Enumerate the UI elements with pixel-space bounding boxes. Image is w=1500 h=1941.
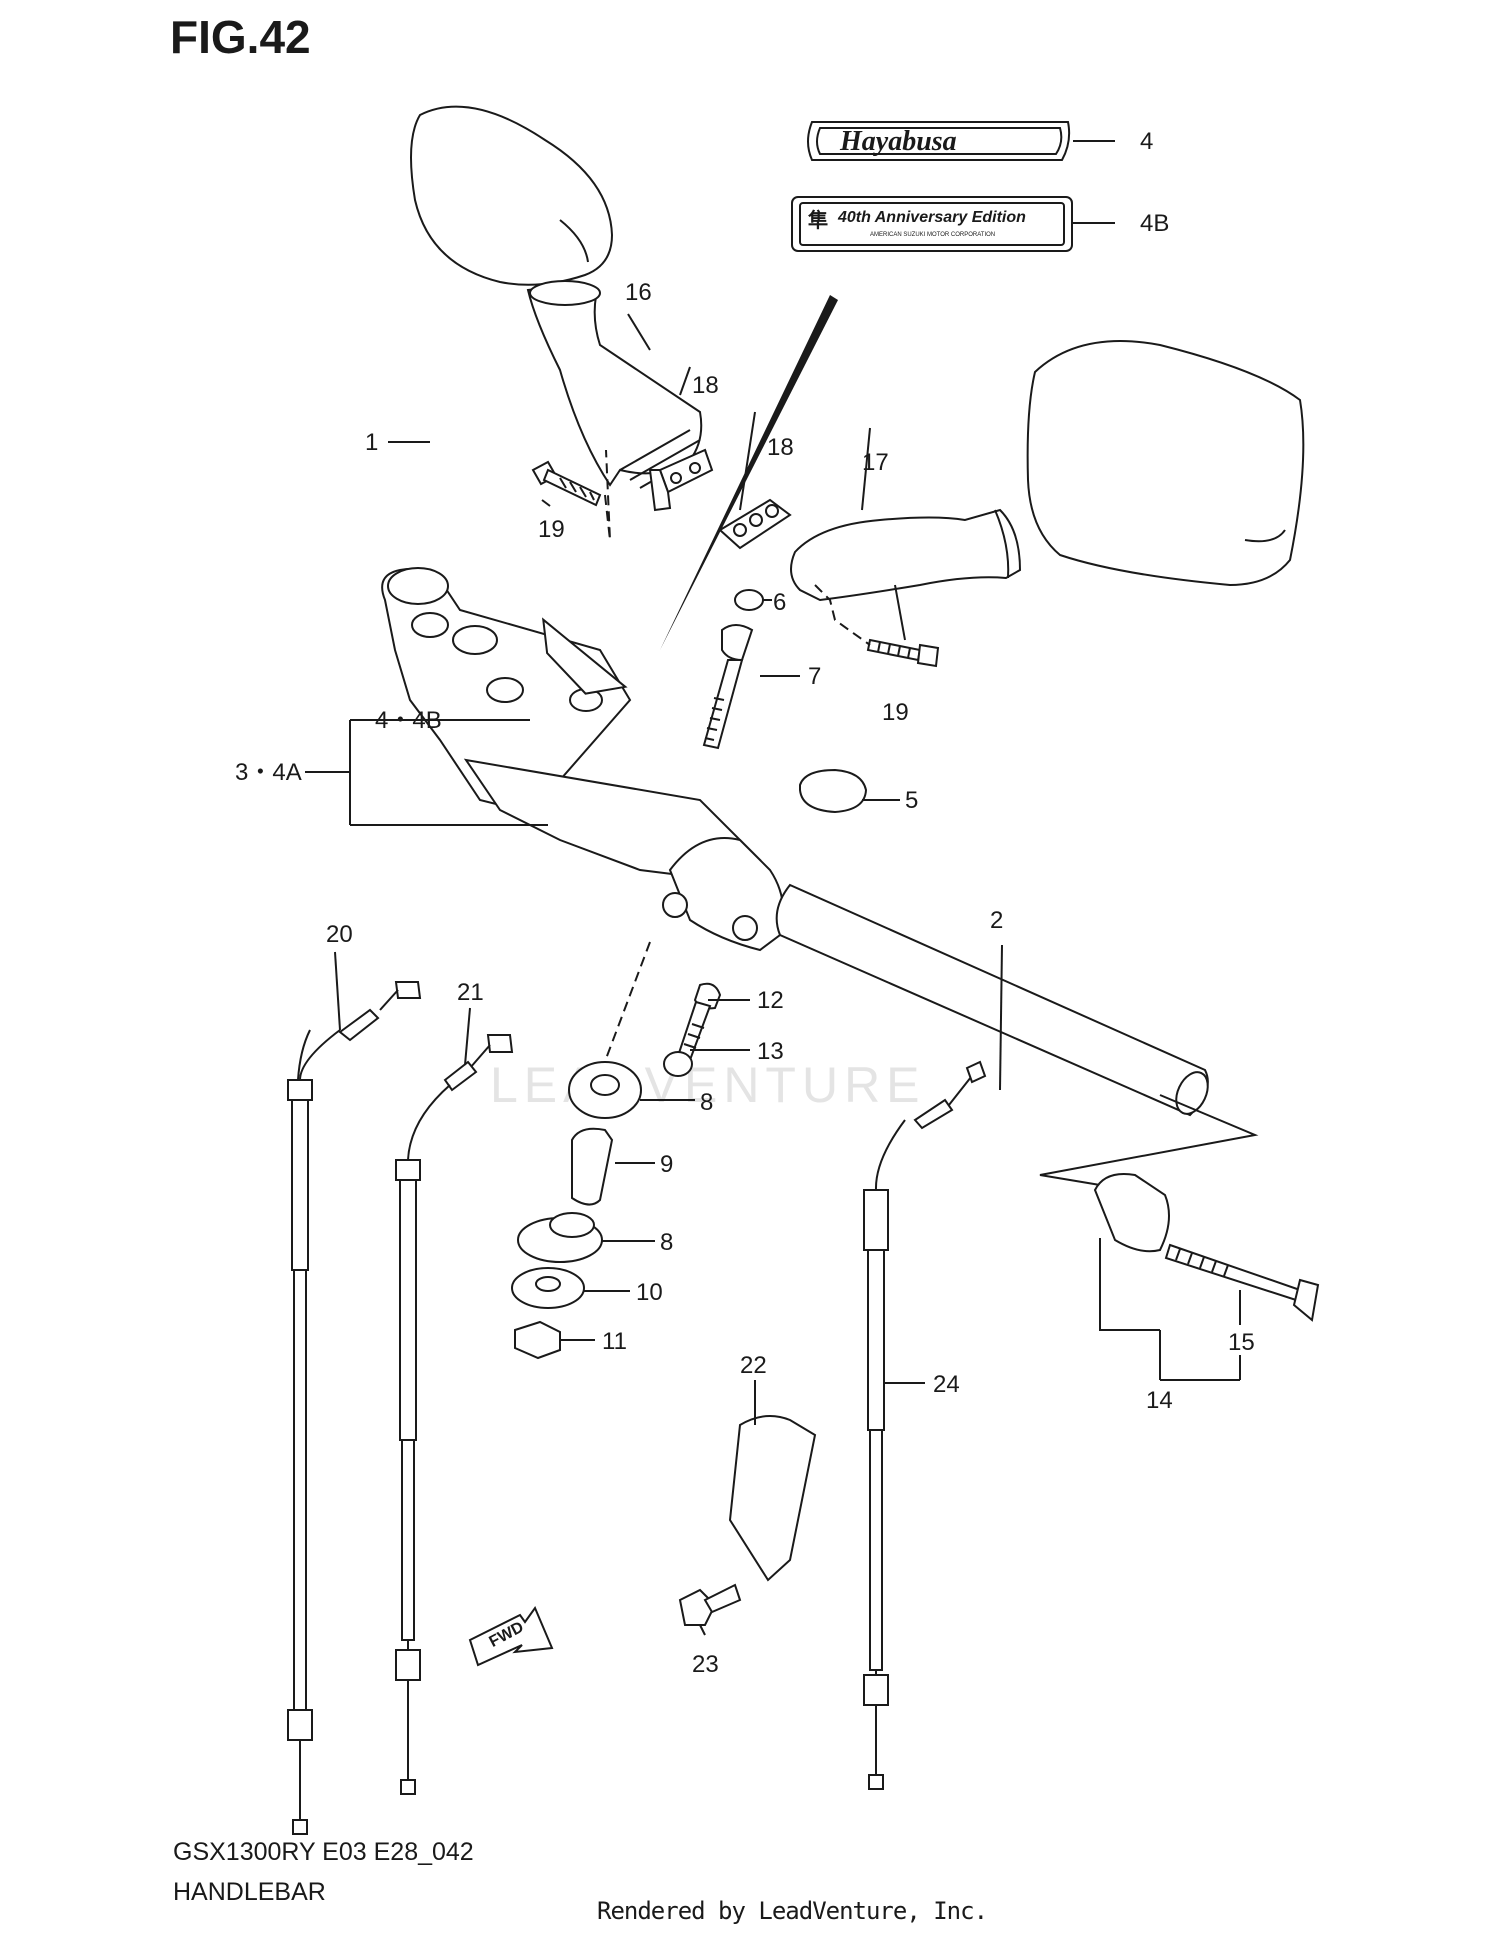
bar-end-weight <box>1093 1173 1170 1253</box>
damper-guide <box>597 941 651 1081</box>
callout-21: 21 <box>457 979 484 1006</box>
callout-4-4b: 4・4B <box>375 707 442 734</box>
callout-11: 11 <box>602 1328 627 1355</box>
right-mirror-gasket <box>718 498 792 550</box>
anniversary-decal: 隼 40th Anniversary Edition AMERICAN SUZU… <box>791 196 1073 252</box>
callout-4b: 4B <box>1140 210 1169 237</box>
figure-title: FIG.42 <box>170 11 311 63</box>
callout-8-upper: 8 <box>700 1089 713 1116</box>
clamp-bolt-23 <box>678 1583 742 1626</box>
figure-name: HANDLEBAR <box>173 1878 326 1906</box>
forward-arrow: FWD <box>468 1605 554 1667</box>
callout-14: 14 <box>1146 1387 1173 1414</box>
hayabusa-decal-text: Hayabusa <box>839 126 957 157</box>
anniversary-decal-subtext: AMERICAN SUZUKI MOTOR CORPORATION <box>870 232 995 238</box>
callout-12: 12 <box>757 987 784 1014</box>
callout-10: 10 <box>636 1279 663 1306</box>
anniversary-decal-text: 40th Anniversary Edition <box>837 209 1026 226</box>
bar-end-guide <box>1039 1094 1259 1186</box>
cable-clamp-22 <box>728 1415 817 1582</box>
left-mirror-bolt <box>531 460 602 507</box>
right-mirror <box>790 340 1305 602</box>
callout-9: 9 <box>660 1151 673 1178</box>
cap-13 <box>663 1051 693 1077</box>
hayabusa-decal: Hayabusa <box>807 121 1071 161</box>
callout-18-right: 18 <box>767 434 794 461</box>
callout-20: 20 <box>326 921 353 948</box>
callout-6: 6 <box>773 589 786 616</box>
washer-10 <box>511 1267 585 1309</box>
callout-8-lower: 8 <box>660 1229 673 1256</box>
watermark: LEADVENTURE <box>490 1057 926 1113</box>
callout-16: 16 <box>625 279 652 306</box>
throttle-cable-20 <box>287 981 422 1835</box>
handlebar-clamp <box>662 837 785 952</box>
left-mirror <box>410 105 707 489</box>
cap-6 <box>734 589 764 611</box>
callout-18-upper: 18 <box>692 372 719 399</box>
callout-3-4a: 3・4A <box>235 759 302 786</box>
callout-19-right: 19 <box>882 699 909 726</box>
callout-2: 2 <box>990 907 1003 934</box>
damper-lower <box>517 1212 603 1263</box>
handlebar-holder <box>381 567 762 882</box>
svg-text:隼: 隼 <box>808 208 828 232</box>
cap-5 <box>799 768 868 814</box>
bar-end-screw <box>1164 1243 1320 1322</box>
callout-4: 4 <box>1140 128 1153 155</box>
handlebar-tube <box>775 883 1209 1117</box>
callout-24: 24 <box>933 1371 960 1398</box>
nut-11 <box>514 1320 561 1360</box>
left-mirror-gasket <box>648 448 714 512</box>
throttle-cable-21 <box>395 1034 514 1795</box>
rendered-by: Rendered by LeadVenture, Inc. <box>597 1897 988 1925</box>
callout-5: 5 <box>905 787 918 814</box>
right-mirror-bolt <box>866 638 940 668</box>
handlebar-bolt <box>702 624 754 750</box>
callout-13: 13 <box>757 1038 784 1065</box>
leader-lines <box>305 140 1241 1636</box>
callout-19-left: 19 <box>538 516 565 543</box>
spacer-9 <box>571 1127 614 1206</box>
figure-model: GSX1300RY E03 E28_042 <box>173 1838 474 1866</box>
callout-23: 23 <box>692 1651 719 1678</box>
callout-22: 22 <box>740 1352 767 1379</box>
callout-17: 17 <box>862 449 889 476</box>
clutch-cable-24 <box>863 1060 987 1790</box>
clamp-bolt <box>676 982 722 1062</box>
decal-pointer <box>660 295 838 650</box>
callout-15: 15 <box>1228 1329 1255 1356</box>
damper-upper <box>568 1061 642 1119</box>
left-mirror-bolt-guide <box>604 449 611 541</box>
callout-1: 1 <box>365 429 378 456</box>
callout-7: 7 <box>808 663 821 690</box>
